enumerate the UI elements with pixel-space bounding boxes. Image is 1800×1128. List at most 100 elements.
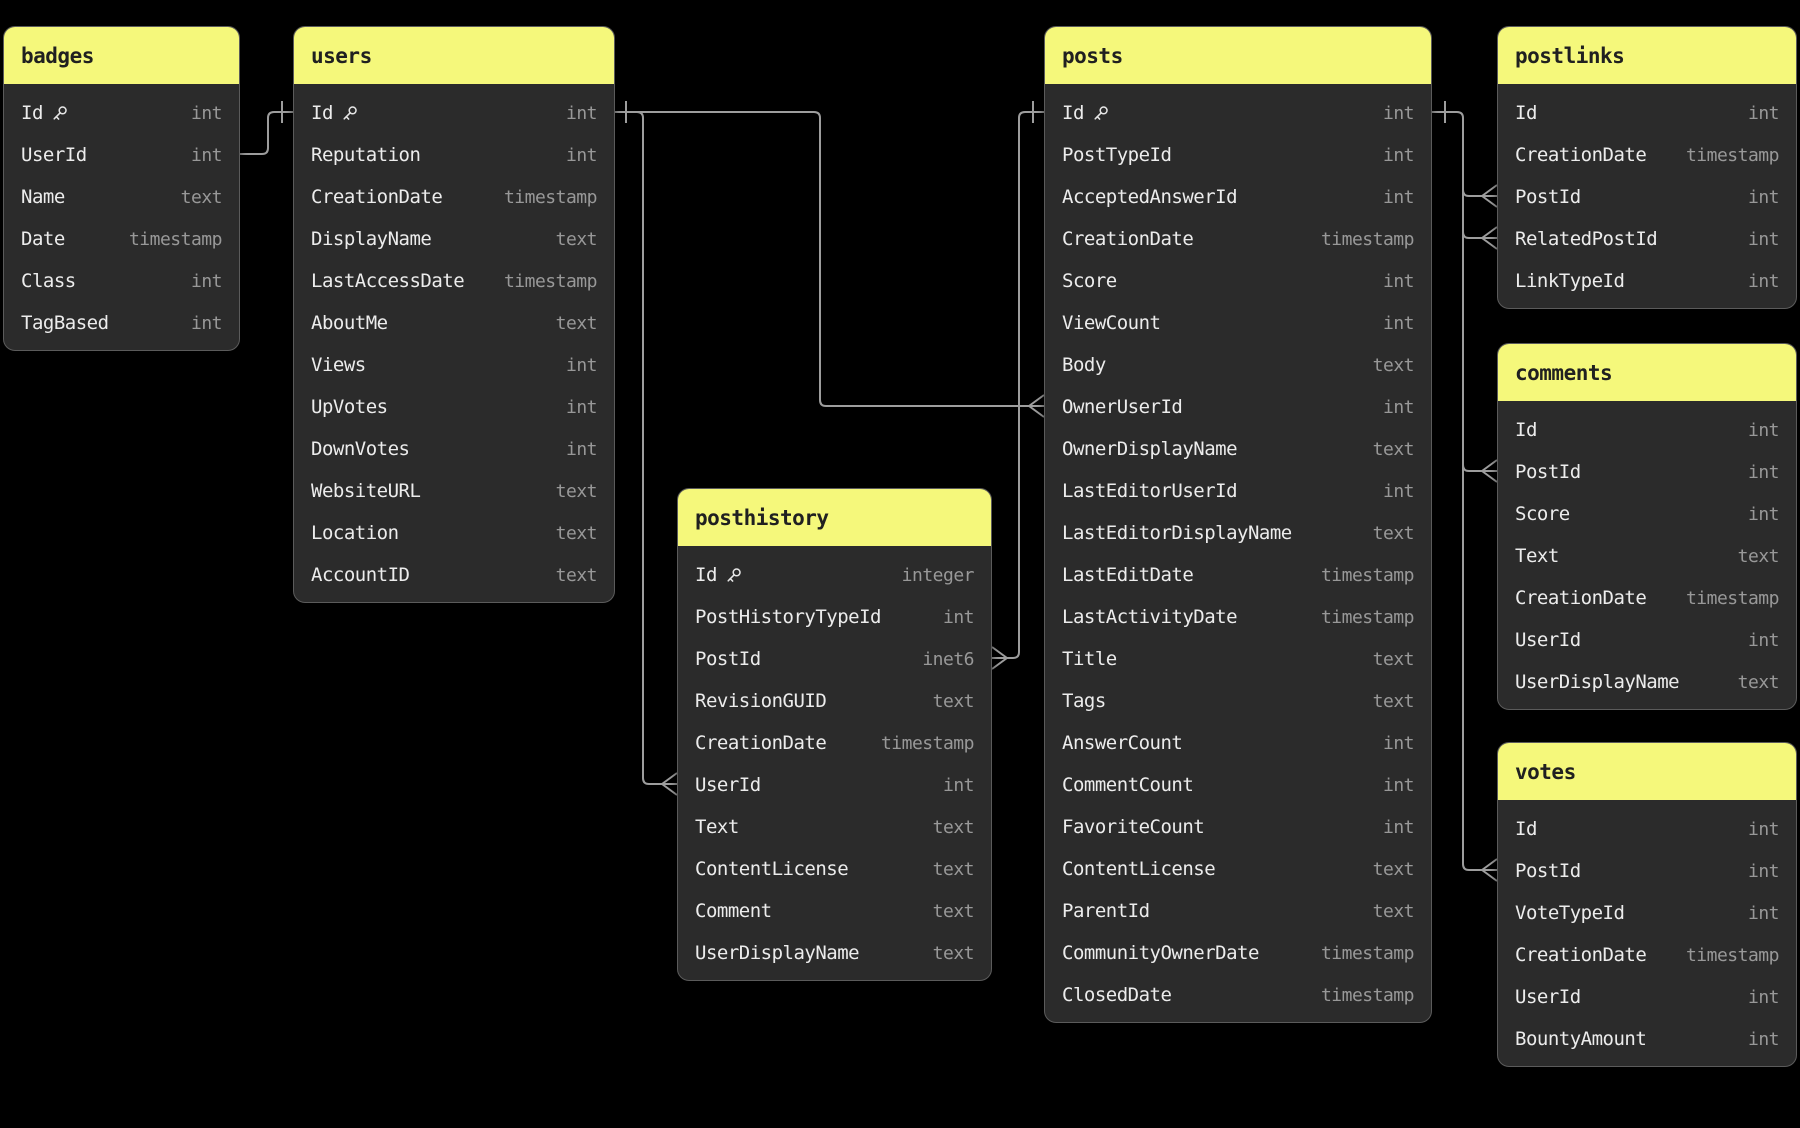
field-type-label: integer bbox=[901, 564, 975, 586]
field-name-label: LastEditorUserId bbox=[1062, 480, 1238, 502]
table-header-posthistory[interactable]: posthistory bbox=[678, 489, 991, 546]
field-type-label: int bbox=[190, 144, 223, 166]
field-name-label: AccountID bbox=[311, 564, 410, 586]
field-name-label: Class bbox=[21, 270, 76, 292]
primary-key-icon bbox=[1092, 105, 1109, 122]
table-header-postlinks[interactable]: postlinks bbox=[1498, 27, 1796, 84]
field-type-label: timestamp bbox=[1685, 944, 1780, 966]
field-name-label: Id bbox=[1062, 102, 1084, 124]
relationship-posts_id-votes_postid[interactable] bbox=[1432, 101, 1498, 882]
field-type-label: int bbox=[565, 102, 598, 124]
relationship-badges_userid-users_id[interactable] bbox=[240, 101, 293, 155]
field-type-label: text bbox=[1372, 438, 1415, 460]
field-name-label: Views bbox=[311, 354, 366, 376]
field-name-label: Id bbox=[1515, 102, 1537, 124]
field-name-label: Body bbox=[1062, 354, 1106, 376]
field-name-label: VoteTypeId bbox=[1515, 902, 1625, 924]
field-name-label: DownVotes bbox=[311, 438, 410, 460]
primary-key-icon bbox=[725, 567, 742, 584]
relationship-posts_id-postlinks_relatedpostid[interactable] bbox=[1462, 226, 1498, 250]
field-type-label: int bbox=[1382, 732, 1415, 754]
field-name-label: Reputation bbox=[311, 144, 421, 166]
field-name-label: PostId bbox=[1515, 186, 1581, 208]
field-row-posts-ClosedDate: ClosedDate timestamp bbox=[1045, 974, 1431, 1016]
field-type-label: int bbox=[190, 270, 223, 292]
relationship-users_id-posthistory_userid[interactable] bbox=[636, 111, 678, 796]
field-name-label: PostTypeId bbox=[1062, 144, 1172, 166]
field-name-label: Score bbox=[1515, 503, 1570, 525]
field-type-label: text bbox=[555, 228, 598, 250]
field-type-label: text bbox=[555, 480, 598, 502]
field-name-label: CreationDate bbox=[311, 186, 443, 208]
primary-key-icon bbox=[341, 105, 358, 122]
table-title: comments bbox=[1515, 360, 1613, 385]
field-type-label: text bbox=[1737, 545, 1780, 567]
table-header-badges[interactable]: badges bbox=[4, 27, 239, 84]
field-type-label: int bbox=[1747, 629, 1780, 651]
field-name-label: CreationDate bbox=[1062, 228, 1194, 250]
field-type-label: int bbox=[1747, 503, 1780, 525]
table-title: postlinks bbox=[1515, 43, 1625, 68]
relationship-users_id-posts_owneruserid[interactable] bbox=[615, 101, 1045, 418]
field-type-label: inet6 bbox=[922, 648, 974, 670]
field-name-label: CommunityOwnerDate bbox=[1062, 942, 1259, 964]
relationship-posts_id-postlinks_postid[interactable] bbox=[1462, 184, 1498, 208]
relationship-posts_id-posthistory_postid[interactable] bbox=[991, 101, 1044, 670]
table-header-votes[interactable]: votes bbox=[1498, 743, 1796, 800]
field-type-label: timestamp bbox=[1320, 984, 1415, 1006]
field-type-label: timestamp bbox=[1320, 564, 1415, 586]
relationship-posts_id-comments_postid[interactable] bbox=[1462, 459, 1498, 483]
field-type-label: timestamp bbox=[128, 228, 223, 250]
table-header-comments[interactable]: comments bbox=[1498, 344, 1796, 401]
field-type-label: int bbox=[1382, 312, 1415, 334]
table-title: posthistory bbox=[695, 505, 829, 530]
field-name-label: CreationDate bbox=[1515, 944, 1647, 966]
table-header-users[interactable]: users bbox=[294, 27, 614, 84]
field-type-label: int bbox=[1747, 461, 1780, 483]
field-type-label: text bbox=[1372, 648, 1415, 670]
field-type-label: timestamp bbox=[880, 732, 975, 754]
table-header-posts[interactable]: posts bbox=[1045, 27, 1431, 84]
table-title: users bbox=[311, 43, 372, 68]
field-name-label: LinkTypeId bbox=[1515, 270, 1625, 292]
table-title: votes bbox=[1515, 759, 1576, 784]
field-name-label: RevisionGUID bbox=[695, 690, 827, 712]
field-name-label: ClosedDate bbox=[1062, 984, 1172, 1006]
field-name-label: OwnerUserId bbox=[1062, 396, 1183, 418]
field-name-label: ContentLicense bbox=[1062, 858, 1216, 880]
field-row-comments-PostId: PostId int bbox=[1498, 451, 1796, 493]
field-type-label: int bbox=[1747, 419, 1780, 441]
field-type-label: int bbox=[565, 396, 598, 418]
field-name-label: PostId bbox=[1515, 461, 1581, 483]
field-name-label: AboutMe bbox=[311, 312, 388, 334]
